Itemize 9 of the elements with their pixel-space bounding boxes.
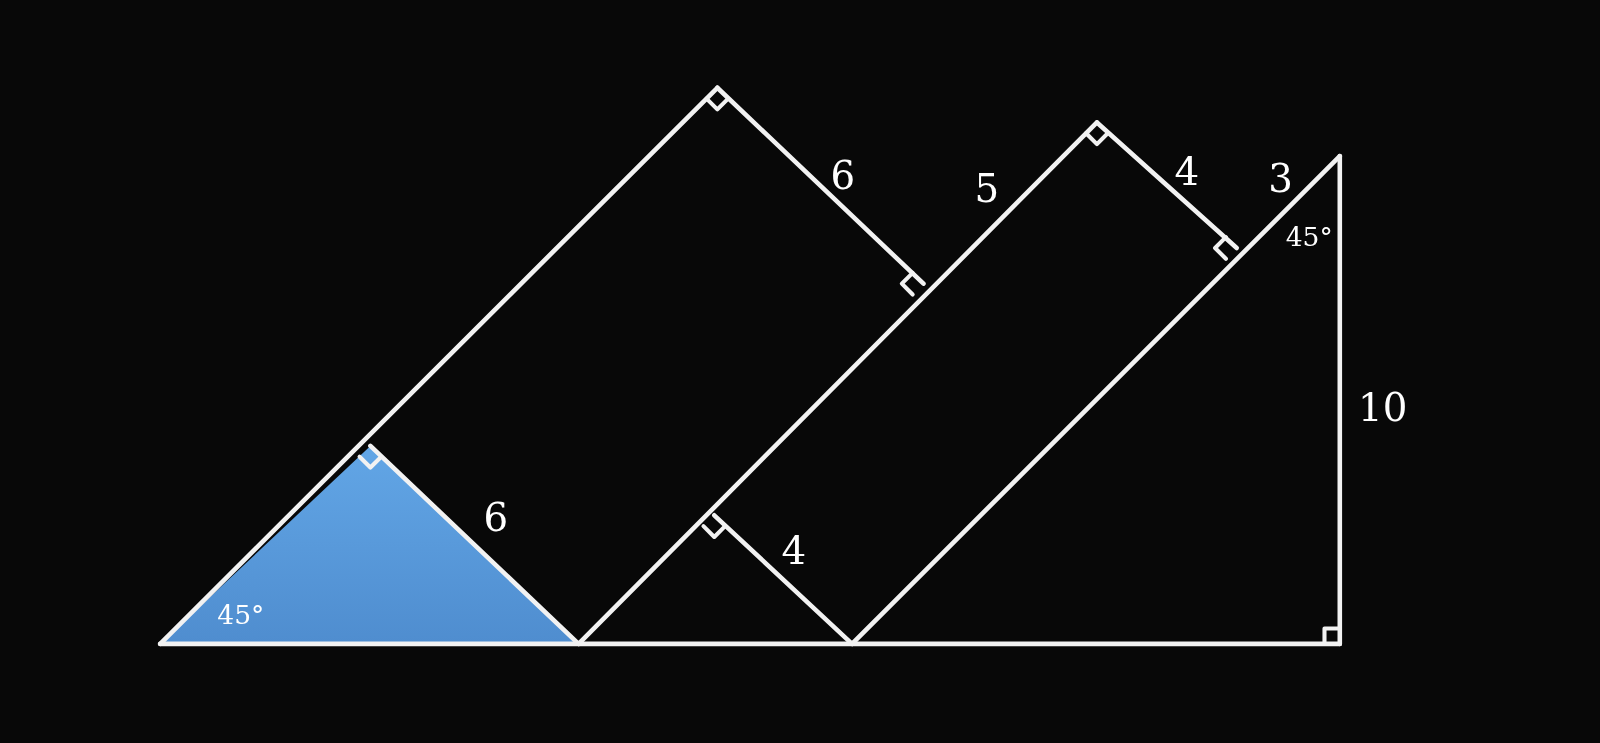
side-length-label: 5 bbox=[974, 169, 1000, 209]
side-length-label: 4 bbox=[781, 531, 807, 571]
side-length-label: 10 bbox=[1358, 388, 1408, 428]
side-length-label: 6 bbox=[483, 497, 509, 537]
angle-label: 45° bbox=[1285, 223, 1333, 250]
side-length-label: 6 bbox=[830, 156, 856, 195]
side-length-label: 3 bbox=[1268, 159, 1293, 198]
side-length-label: 4 bbox=[1174, 152, 1200, 191]
angle-label: 45° bbox=[217, 602, 265, 629]
